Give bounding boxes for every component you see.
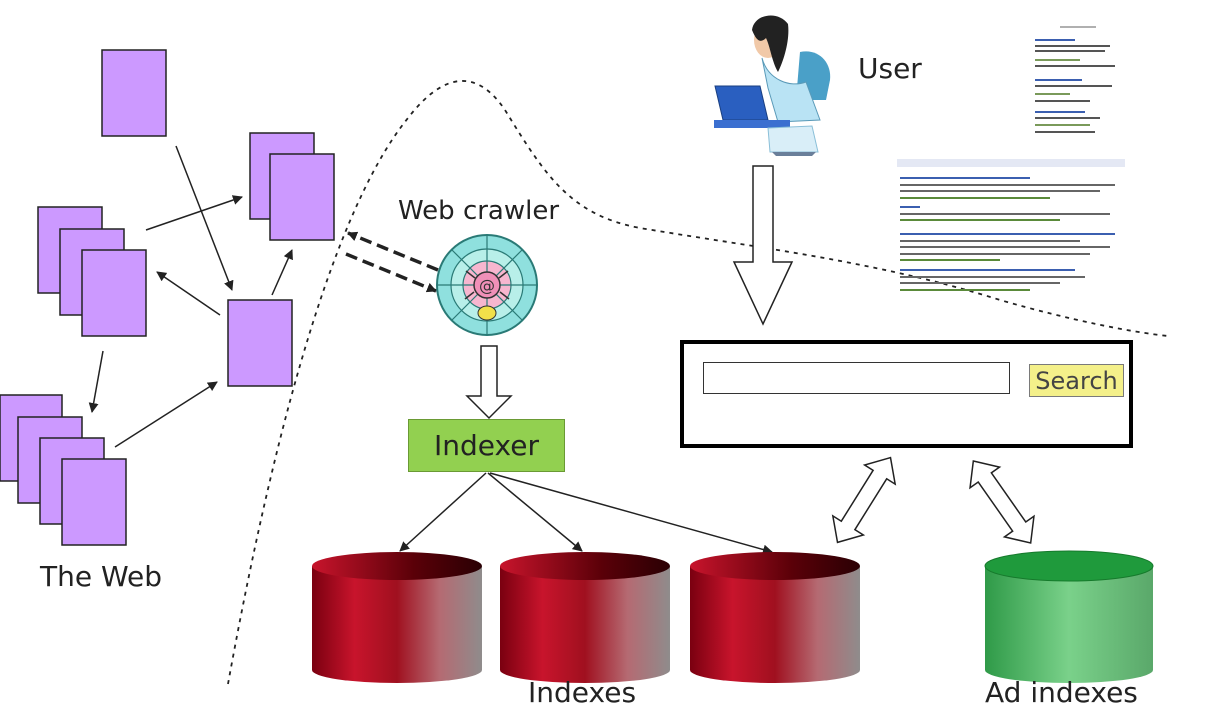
- user-to-search-arrow: [732, 165, 794, 326]
- crawler-fetch-arrow: [347, 231, 439, 272]
- web-links: [88, 145, 293, 448]
- indexer-label: Indexer: [434, 429, 539, 462]
- indexes-label: Indexes: [528, 676, 637, 709]
- web-page: [101, 49, 167, 137]
- web-crawler-label: Web crawler: [398, 196, 560, 226]
- search-button[interactable]: Search: [1029, 364, 1124, 397]
- indexer-to-index-arrows: [399, 472, 773, 555]
- spider-web-icon: @: [436, 234, 538, 336]
- web-page: [81, 249, 147, 337]
- web-link-arrow: [145, 195, 243, 231]
- crawler-fetch-arrows: [345, 231, 439, 293]
- web-link-arrow: [114, 381, 218, 448]
- indexer-arrow: [399, 472, 487, 552]
- crawler-to-indexer-arrow: [465, 345, 513, 420]
- web-link-arrow: [88, 350, 104, 413]
- web-pages: [0, 49, 335, 546]
- index-cylinder: [312, 552, 482, 683]
- web-link-arrow: [271, 249, 293, 296]
- web-boundary-curve: [227, 80, 1169, 685]
- web-link-arrow: [175, 145, 234, 291]
- search-panel: Search: [680, 340, 1133, 448]
- ad-index-cylinder: [984, 550, 1154, 683]
- search-adindex-exchange-arrow: [969, 460, 1035, 544]
- crawler-fetch-arrow: [345, 252, 437, 293]
- indexer-arrow: [487, 472, 583, 552]
- web-page: [269, 153, 335, 241]
- web-link-arrow: [156, 271, 221, 316]
- indexer-arrow: [489, 472, 773, 555]
- user-label: User: [858, 52, 922, 85]
- svg-text:@: @: [479, 276, 495, 295]
- index-cylinder: [690, 552, 860, 683]
- web-page: [61, 458, 127, 546]
- search-index-exchange-arrow: [831, 456, 897, 544]
- results-page-thumbnail: [1035, 26, 1115, 133]
- the-web-label: The Web: [40, 560, 163, 593]
- ad-indexes-label: Ad indexes: [985, 676, 1138, 709]
- search-input[interactable]: [703, 362, 1010, 394]
- results-page-thumbnail: [897, 159, 1125, 291]
- user-at-laptop-icon: [714, 15, 831, 156]
- indexer-box: Indexer: [408, 419, 565, 472]
- web-page: [227, 299, 293, 387]
- index-cylinder: [500, 552, 670, 683]
